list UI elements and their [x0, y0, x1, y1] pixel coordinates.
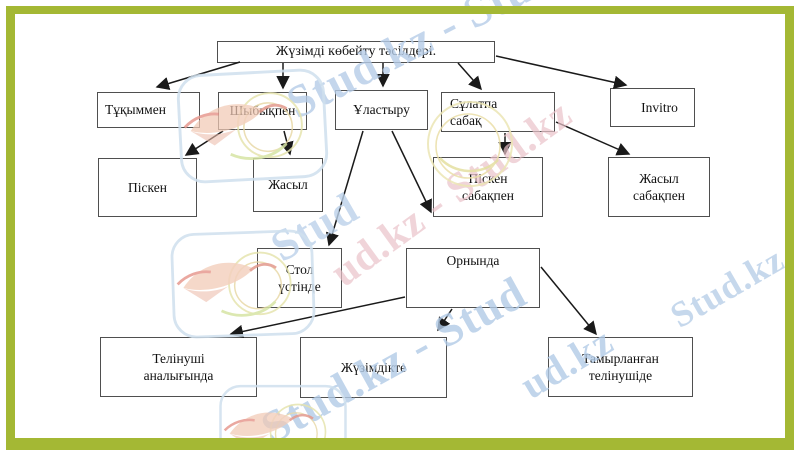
node-label: Тамырланған телінушіде [582, 350, 659, 383]
diagram-title-box: Жүзімді көбейту тәсілдері. [217, 41, 495, 63]
node-label: Орнында [446, 253, 500, 268]
node-label: Тұқыммен [105, 102, 166, 118]
node-label: Телінуші аналығында [143, 350, 214, 383]
watermark-text: Stud.kz [663, 238, 791, 336]
node-label: Ұластыру [353, 102, 410, 118]
diagram-title: Жүзімді көбейту тәсілдері. [275, 44, 437, 60]
node-zhasyl-sabaq: Жасыл сабақпен [608, 157, 710, 217]
node-sulatpa: Сұлатпа сабақ [441, 92, 555, 132]
node-shybyqpen: Шыбықпен [218, 92, 307, 130]
node-telinushi: Телінуші аналығында [100, 337, 257, 397]
node-label: Стол үстінде [278, 261, 321, 294]
node-ornynda: Орнында [406, 248, 540, 308]
node-label: Жасыл сабақпен [632, 170, 685, 203]
node-ulastyru: Ұластыру [335, 90, 428, 130]
node-zhasyl: Жасыл [253, 158, 323, 212]
node-label: Шыбықпен [229, 103, 296, 119]
node-label: Жүзімдікте [340, 359, 407, 375]
node-tuqymmen: Тұқыммен [97, 92, 200, 128]
node-pisken: Піскен [98, 158, 197, 217]
node-invitro: Invitro [610, 88, 695, 127]
node-label: Сұлатпа сабақ [450, 95, 498, 128]
node-label: Invitro [641, 99, 678, 115]
node-zhuzimdikte: Жүзімдікте [300, 337, 447, 398]
node-label: Жасыл [268, 177, 308, 193]
node-tamyrlangan: Тамырланған телінушіде [548, 337, 693, 397]
node-label: Піскен сабақпен [461, 170, 514, 203]
node-stol-ustinde: Стол үстінде [257, 248, 342, 308]
node-label: Піскен [128, 179, 167, 195]
node-pisken-sabaq: Піскен сабақпен [433, 157, 543, 217]
